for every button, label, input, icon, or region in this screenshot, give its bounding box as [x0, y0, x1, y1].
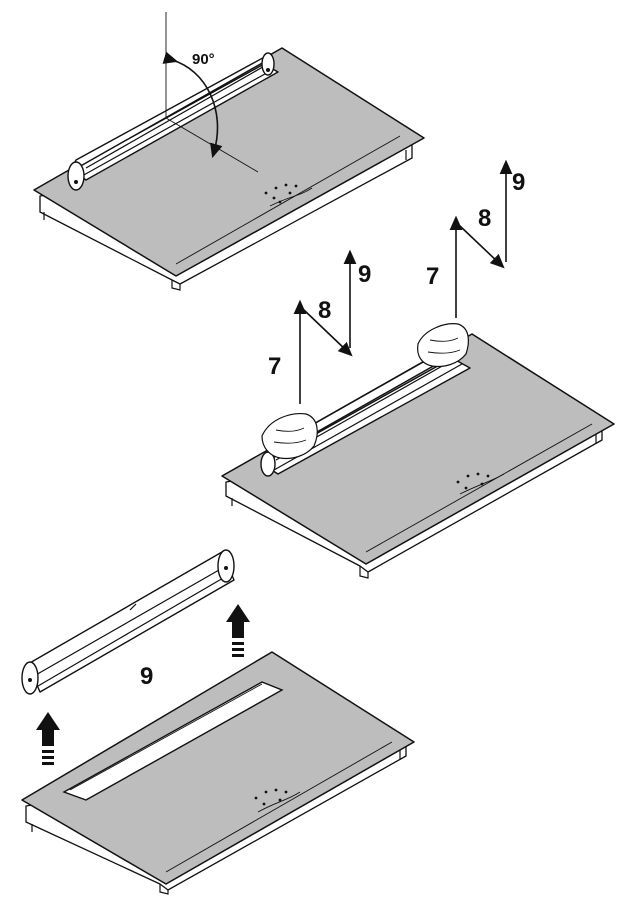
- hob-panel-bottom: 9: [21, 549, 415, 895]
- control-dots: [254, 788, 288, 806]
- hob-panel-top: 90°: [33, 12, 425, 291]
- angle-indicator: 90°: [162, 12, 259, 173]
- steps-left: 7 8 9: [268, 249, 371, 404]
- step-8-label: 8: [478, 205, 491, 232]
- angle-label: 90°: [192, 51, 215, 68]
- right-hand: [417, 323, 469, 368]
- step-7-label: 7: [268, 353, 281, 380]
- control-dots: [456, 472, 490, 490]
- removed-extractor-bar: [21, 549, 235, 695]
- hob-panel-middle: 7 8 9 7 8 9: [221, 159, 615, 579]
- lift-arrow-right: [226, 604, 250, 657]
- left-hand: [261, 413, 318, 460]
- steps-right: 7 8 9: [426, 159, 525, 318]
- lift-arrow-left: [36, 712, 60, 765]
- control-dots: [264, 183, 298, 204]
- step-9-label: 9: [140, 663, 153, 690]
- step-7-label: 7: [426, 263, 439, 290]
- step-8-label: 8: [318, 297, 331, 324]
- step-9-label: 9: [358, 261, 371, 288]
- step-9-label: 9: [512, 169, 525, 196]
- extractor-slot: [62, 681, 284, 801]
